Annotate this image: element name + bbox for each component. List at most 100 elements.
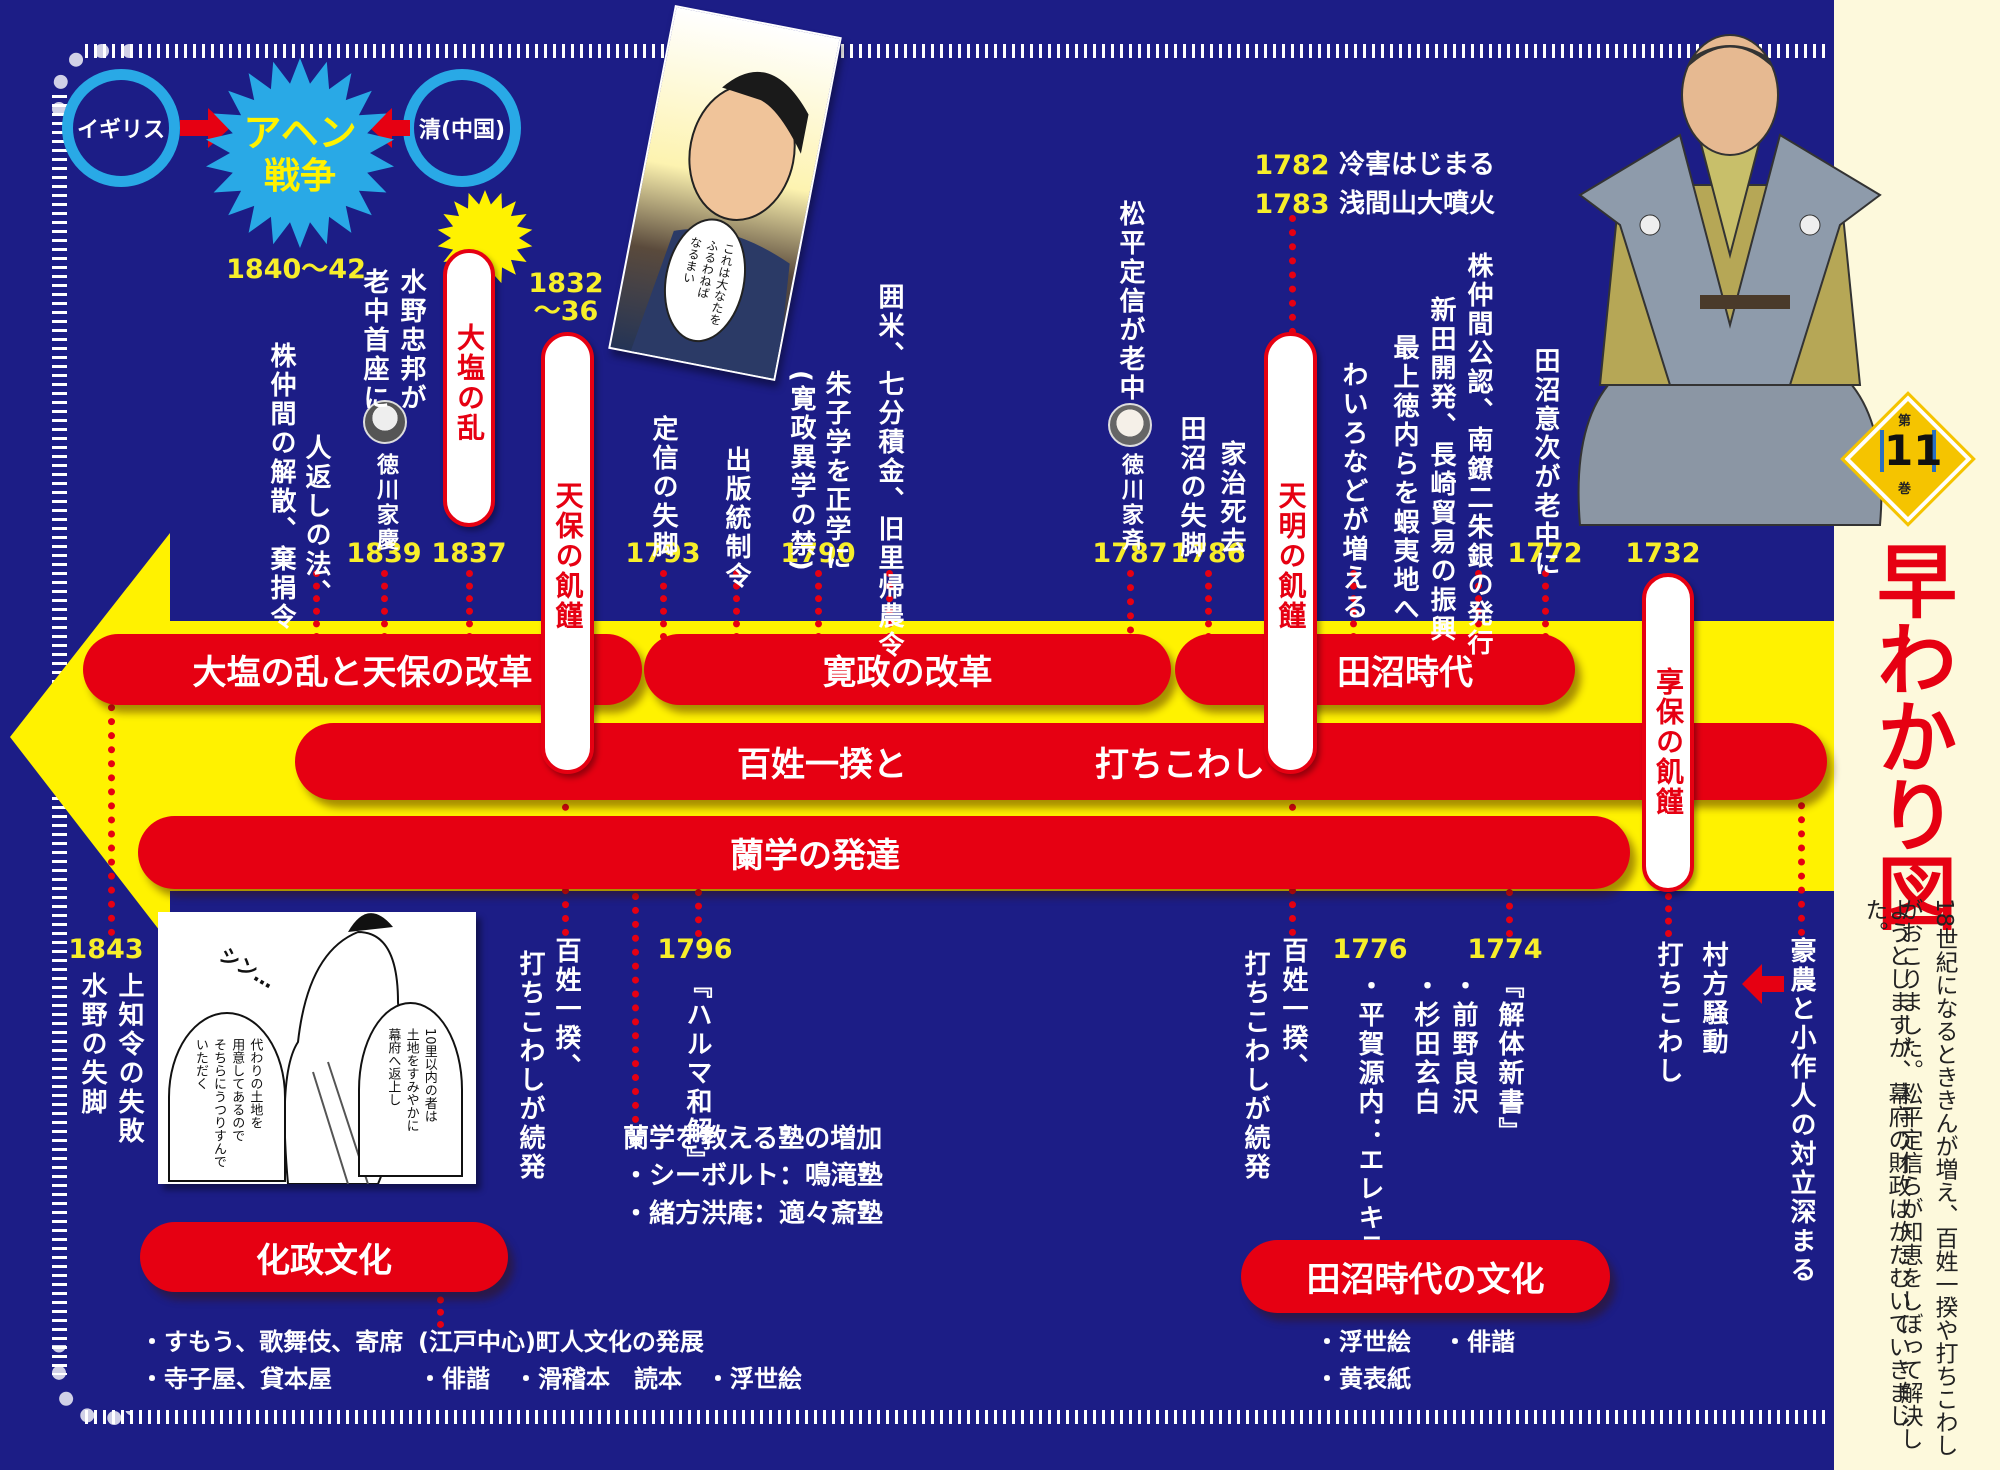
ienari-portrait-icon bbox=[1108, 403, 1152, 447]
china-circle: 清(中国) bbox=[403, 69, 521, 187]
connector bbox=[733, 570, 740, 640]
edo-culture-heading: (江戸中心)町人文化の発展 bbox=[418, 1328, 704, 1356]
event-gono: 豪農と小作人の対立深まる bbox=[1786, 937, 1816, 1285]
edo-culture-items: ・俳諧 ・滑稽本 読本 ・浮世絵 bbox=[418, 1365, 802, 1393]
event-tanuma-fall: 田沼の失脚 bbox=[1176, 415, 1206, 560]
pill-oshio-rebellion-label: 大塩の乱 bbox=[453, 323, 486, 443]
pill-oshio-rebellion: 大塩の乱 bbox=[443, 249, 495, 527]
year-1786: 1786 bbox=[1170, 538, 1246, 569]
sadanobu-portrait-panel: これは大なたを ふるわねば なるまい bbox=[608, 4, 842, 382]
volume-badge-kan: 巻 bbox=[1898, 482, 1912, 497]
band-uprisings-label-1: 百姓一揆と bbox=[737, 745, 907, 785]
event-ikki-2: 打ちこわしが続発 bbox=[515, 950, 545, 1182]
kasei-item-2: ・寺子屋、貸本屋 bbox=[140, 1365, 332, 1393]
britain-circle: イギリス bbox=[62, 69, 180, 187]
event-ogata: ・緒方洪庵：適々斎塾 bbox=[623, 1199, 884, 1229]
band-tenpo-reform-label: 大塩の乱と天保の改革 bbox=[192, 653, 533, 693]
connector bbox=[466, 570, 473, 640]
connector bbox=[660, 570, 667, 640]
connector bbox=[1475, 570, 1482, 640]
pill-kyoho-famine-label: 享保の飢饉 bbox=[1652, 667, 1685, 817]
band-kansei-reform: 寛政の改革 bbox=[644, 634, 1171, 705]
event-ienari: 徳川家斉 bbox=[1118, 453, 1143, 553]
band-tanuma-culture: 田沼時代の文化 bbox=[1241, 1240, 1610, 1313]
year-1783: 1783 bbox=[1254, 189, 1330, 220]
arrow-left-icon bbox=[1742, 964, 1784, 1004]
event-ikki-1: 百姓一揆、 bbox=[551, 937, 581, 1082]
year-1837: 1837 bbox=[431, 538, 507, 569]
connector bbox=[632, 893, 639, 1123]
event-kabunakama-2: 新田開発、長崎貿易の振興 bbox=[1426, 296, 1456, 644]
description-line-2: がおこりました。松平定信らが知恵をしぼって解決し bbox=[1896, 898, 1922, 1450]
event-kaitai: 『解体新書』 bbox=[1494, 972, 1524, 1146]
band-uprisings: 百姓一揆と 打ちこわし bbox=[295, 723, 1827, 800]
event-uchikowashi: 打ちこわし bbox=[1653, 941, 1683, 1086]
tanuma-culture-item-1: ・浮世絵 bbox=[1315, 1328, 1411, 1356]
description-line-3: ようとしますが、幕府の財政はかたむいていきました。 bbox=[1861, 898, 1910, 1427]
connector bbox=[1127, 570, 1134, 690]
event-ikki2-1: 百姓一揆、 bbox=[1278, 937, 1308, 1082]
mizuno-speech-1: 10里以内の者は 土地をすみやかに 幕府へ返上し bbox=[385, 1028, 437, 1132]
event-hitogaeshi: 人返しの法、 bbox=[301, 434, 331, 608]
connector bbox=[1542, 570, 1549, 640]
tenpo-famine-years-2: 〜36 bbox=[533, 296, 599, 327]
event-mizuno-fall: 水野の失脚 bbox=[77, 972, 107, 1117]
event-ieharu-death: 家治死去 bbox=[1216, 440, 1246, 556]
event-agechi: 上知令の失敗 bbox=[114, 972, 144, 1146]
event-siebold: ・シーボルト：鳴滝塾 bbox=[623, 1161, 884, 1191]
event-maeno: ・前野良沢 bbox=[1448, 972, 1478, 1117]
event-juku: 蘭学を教える塾の増加 bbox=[623, 1124, 883, 1154]
arrow-left-icon bbox=[370, 108, 410, 148]
tenpo-famine-years-1: 1832 bbox=[528, 268, 604, 299]
britain-label: イギリス bbox=[76, 118, 165, 143]
pill-tenpo-famine-label: 天保の飢饉 bbox=[551, 481, 585, 631]
band-rangaku-label: 蘭学の発達 bbox=[730, 836, 900, 876]
connector bbox=[313, 570, 320, 640]
description-line-1: 18世紀になるとききんが増え、百姓一揆や打ちこわし bbox=[1931, 898, 1957, 1457]
sadanobu-speech: これは大なたを ふるわねば なるまい bbox=[680, 234, 737, 327]
event-tanuma-roju: 田沼意次が老中に bbox=[1530, 347, 1560, 579]
summary-panel bbox=[1834, 0, 2000, 1470]
mizuno-manga-panel: 10里以内の者は 土地をすみやかに 幕府へ返上し 代わりの土地を 用意してあるの… bbox=[158, 912, 476, 1184]
year-1793: 1793 bbox=[625, 538, 701, 569]
connector bbox=[108, 676, 115, 936]
connector bbox=[886, 570, 893, 640]
event-sadanobu-roju: 松平定信が老中に bbox=[1115, 200, 1145, 432]
pill-tenpo-famine: 天保の飢饉 bbox=[541, 332, 594, 774]
connector bbox=[1289, 215, 1296, 335]
connector bbox=[437, 1272, 444, 1328]
connector bbox=[1798, 760, 1805, 936]
band-rangaku: 蘭学の発達 bbox=[138, 816, 1630, 889]
event-ikki2-2: 打ちこわしが続発 bbox=[1240, 950, 1270, 1182]
event-sugita: ・杉田玄白 bbox=[1410, 972, 1440, 1117]
opium-war-title: アヘン 戦争 bbox=[205, 111, 395, 197]
year-1732: 1732 bbox=[1625, 538, 1701, 569]
mizuno-speech-bubble-2: 代わりの土地を 用意してあるので そちらにうつりすんで いただく bbox=[168, 1012, 286, 1182]
china-label: 清(中国) bbox=[418, 118, 506, 143]
event-hiraga: ・平賀源内：エレキテル bbox=[1354, 972, 1384, 1291]
border-bottom bbox=[85, 1410, 1830, 1424]
ieyoshi-portrait-icon bbox=[363, 400, 407, 444]
year-1772: 1772 bbox=[1507, 538, 1583, 569]
band-tanuma-era: 田沼時代 bbox=[1175, 634, 1575, 705]
year-1843: 1843 bbox=[68, 934, 144, 965]
event-mizuno-2: 老中首座に bbox=[359, 268, 389, 413]
event-murakata: 村方騒動 bbox=[1698, 941, 1728, 1057]
pill-tenmei-famine-label: 天明の飢饉 bbox=[1274, 481, 1308, 631]
year-1796: 1796 bbox=[657, 934, 733, 965]
volume-badge-number: 11 bbox=[1880, 430, 1942, 472]
connector bbox=[695, 889, 702, 937]
event-shushigaku-1: 朱子学を正学に bbox=[821, 370, 851, 573]
mizuno-speech-2: 代わりの土地を 用意してあるので そちらにうつりすんで いただく bbox=[192, 1038, 263, 1168]
year-1839: 1839 bbox=[346, 538, 422, 569]
tanuma-portrait bbox=[1577, 34, 1883, 526]
event-cold: 冷害はじまる bbox=[1339, 150, 1496, 180]
page-title: 早わかり図 bbox=[1864, 540, 1957, 930]
opium-war-title-1: アヘン bbox=[243, 111, 357, 155]
band-kansei-reform-label: 寛政の改革 bbox=[822, 653, 993, 693]
year-1790: 1790 bbox=[780, 538, 856, 569]
event-kabunakama-dissolve: 株仲間の解散、棄捐令 bbox=[266, 342, 296, 632]
event-sadanobu-fall: 定信の失脚 bbox=[648, 415, 678, 560]
connector bbox=[815, 570, 822, 640]
border-top bbox=[85, 44, 1830, 58]
